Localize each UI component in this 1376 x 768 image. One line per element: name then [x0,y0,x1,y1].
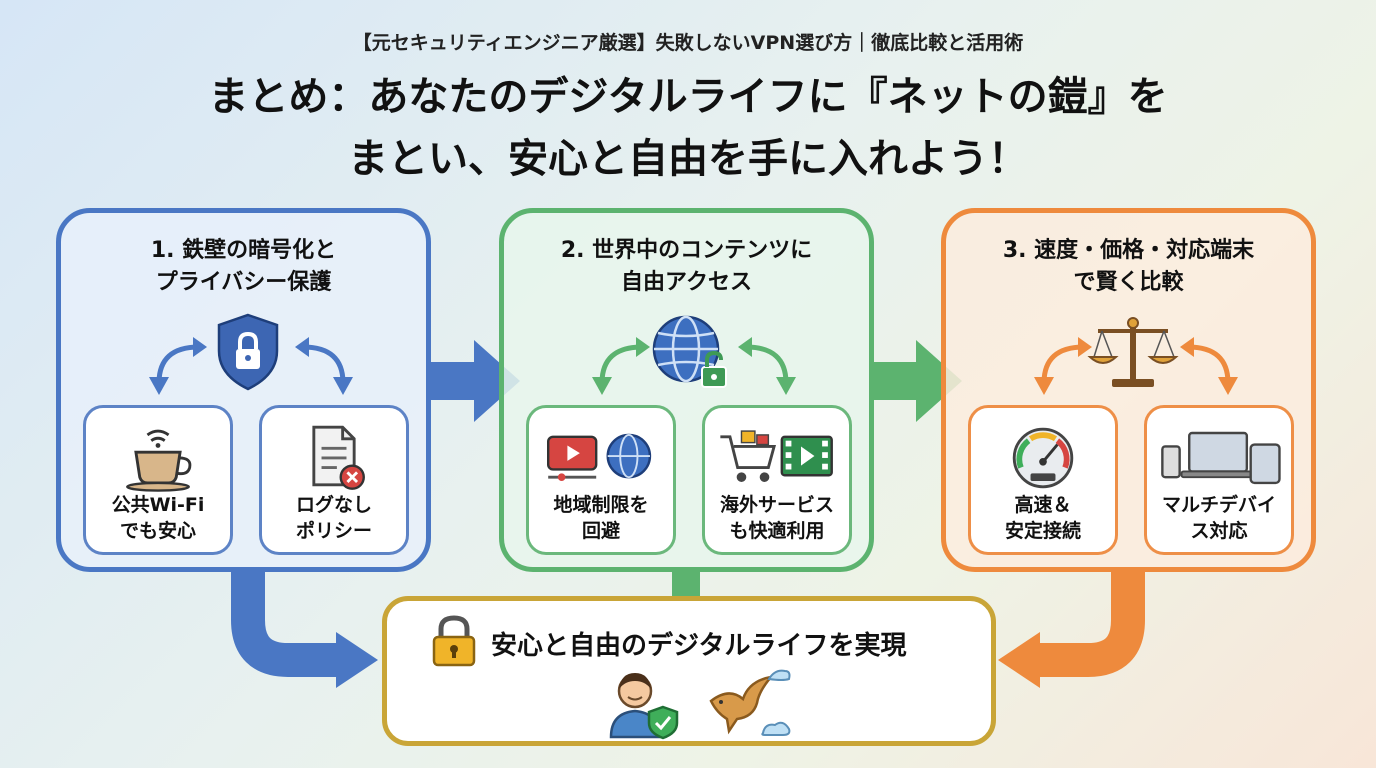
panel-title-line-2: 自由アクセス [621,270,752,295]
card-multi-device: マルチデバイ ス対応 [1144,405,1294,555]
panel-title: 3. 速度・価格・対応端末 で賢く比較 [946,235,1311,299]
card-overseas-services: 海外サービス も快適利用 [702,405,852,555]
panel-title-line-1: 2. 世界中のコンテンツに [560,238,813,263]
page-subtitle: 【元セキュリティエンジニア厳選】失敗しないVPN選び方｜徹底比較と活用術 [352,32,1024,54]
panel-global-access: 2. 世界中のコンテンツに 自由アクセス 地域制限を 回避 [499,208,874,572]
coffee-wifi-icon [126,429,192,492]
card-label-line-1: 高速＆ [1014,494,1072,516]
panel-title-line-2: プライバシー保護 [155,270,332,295]
person-shield-icon [609,673,679,740]
globe-unlock-icon [652,315,727,388]
card-label: 地域制限を 回避 [529,492,673,544]
arrow-panel1-to-panel2 [428,340,520,422]
card-label: 高速＆ 安定接続 [971,492,1115,544]
speedometer-icon [1012,427,1074,489]
video-globe-icon [547,433,652,481]
branch-arrows [1034,337,1238,395]
card-public-wifi: 公共Wi-Fi でも安心 [83,405,233,555]
card-bypass-geo-restriction: 地域制限を 回避 [526,405,676,555]
card-label-line-2: ポリシー [295,520,372,542]
panel-title-line-1: 3. 速度・価格・対応端末 [1002,238,1255,263]
result-title: 安心と自由のデジタルライフを実現 [491,631,907,661]
card-label: マルチデバイ ス対応 [1147,492,1291,544]
card-label-line-2: でも安心 [119,520,196,542]
balance-scale-icon [1087,317,1179,387]
title-line-2: まとい、安心と自由を手に入れよう！ [348,136,1028,182]
card-label: 公共Wi-Fi でも安心 [86,492,230,544]
arrow-panel1-to-result [231,570,378,688]
panel-title: 1. 鉄壁の暗号化と プライバシー保護 [61,235,426,299]
card-label-line-1: 公共Wi-Fi [111,494,205,516]
shield-lock-icon [217,313,279,391]
card-label-line-2: も快適利用 [729,520,825,542]
card-label-line-1: 海外サービス [719,494,834,516]
branch-arrows [149,337,353,395]
arrow-panel2-to-panel3 [872,340,962,422]
panel-smart-comparison: 3. 速度・価格・対応端末 で賢く比較 高速＆ [941,208,1316,572]
page-title: まとめ：あなたのデジタルライフに『ネットの鎧』を まとい、安心と自由を手に入れよ… [0,66,1376,190]
card-label: 海外サービス も快適利用 [705,492,849,544]
card-label-line-2: 回避 [581,520,620,542]
bird-clouds-icon [709,669,791,736]
padlock-icon [432,615,476,667]
card-label-line-2: 安定接続 [1004,520,1081,542]
card-no-log-policy: ログなし ポリシー [259,405,409,555]
cart-film-icon [720,430,833,482]
branch-arrows [592,337,796,395]
multi-device-icon [1161,431,1281,485]
card-label: ログなし ポリシー [262,492,406,544]
card-label-line-1: ログなし [295,494,372,516]
no-log-document-icon [312,425,365,490]
card-label-line-2: ス対応 [1190,520,1248,542]
arrow-panel3-to-result [998,570,1145,688]
panel-title-line-1: 1. 鉄壁の暗号化と [150,238,337,263]
panel-title: 2. 世界中のコンテンツに 自由アクセス [504,235,869,299]
result-box: 安心と自由のデジタルライフを実現 [382,596,996,746]
card-fast-stable-connection: 高速＆ 安定接続 [968,405,1118,555]
panel-encryption-privacy: 1. 鉄壁の暗号化と プライバシー保護 公共Wi-Fi でも安心 [56,208,431,572]
title-line-1: まとめ：あなたのデジタルライフに『ネットの鎧』を [208,74,1168,120]
card-label-line-1: 地域制限を [553,494,649,516]
card-label-line-1: マルチデバイ [1161,494,1276,516]
panel-title-line-2: で賢く比較 [1073,270,1184,295]
